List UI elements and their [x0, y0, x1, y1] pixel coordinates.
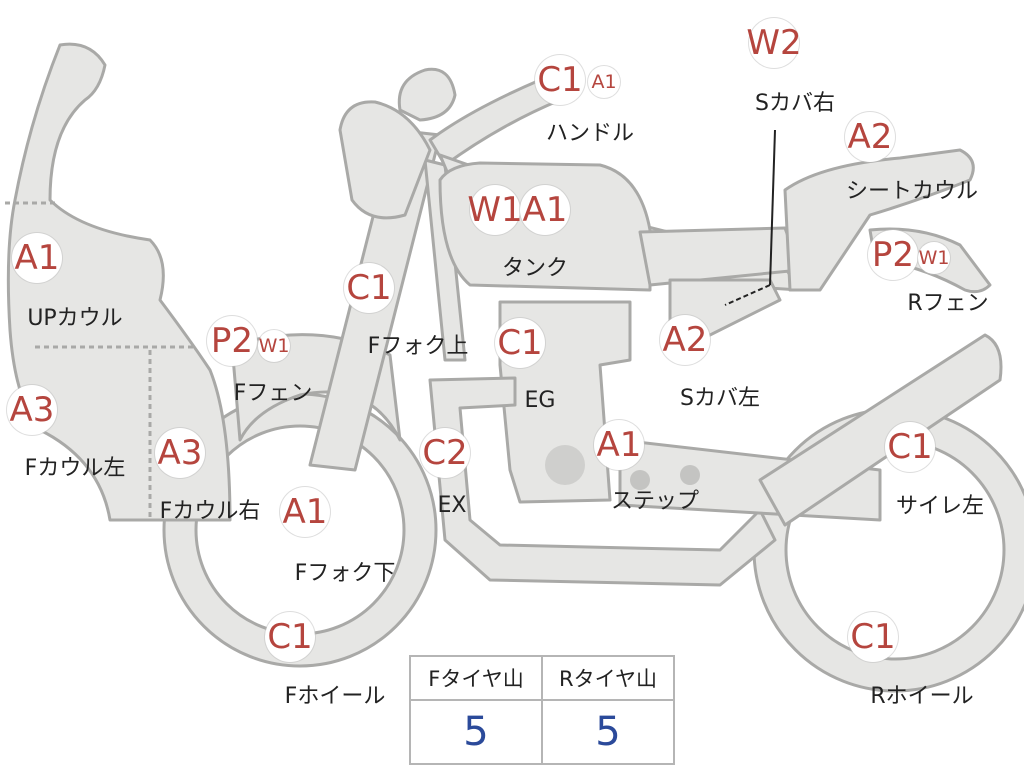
front-tire-value: 5	[409, 699, 543, 765]
rear-tire-value: 5	[541, 699, 675, 765]
engine-cover-shape	[545, 445, 585, 485]
grade-badge: C1	[848, 612, 898, 662]
grade-badge: A3	[155, 428, 205, 478]
grade-badge: A2	[845, 112, 895, 162]
grade-badge: P2	[868, 230, 918, 280]
grade-badge: A1	[12, 233, 62, 283]
part-label: Fフォク上	[367, 334, 469, 359]
part-label: ステップ	[610, 489, 700, 514]
part-label: Sカバ左	[680, 386, 760, 411]
s-cover-right-leader	[724, 284, 771, 306]
part-label: Rホイール	[870, 684, 974, 709]
grade-badge: A1	[594, 420, 644, 470]
fork-inner-shape	[423, 158, 467, 362]
step-peg-shape	[680, 465, 700, 485]
grade-badge: A3	[7, 385, 57, 435]
part-label: Sカバ右	[755, 91, 835, 116]
grade-badge: A2	[660, 315, 710, 365]
grade-badge: C1	[265, 612, 315, 662]
exhaust-shape	[428, 376, 777, 587]
seat-cowl-shape	[783, 148, 975, 292]
grade-badge: C2	[420, 428, 470, 478]
part-label: Rフェン	[907, 291, 989, 316]
grade-badge: W1	[467, 185, 523, 235]
grade-badge: A1	[520, 185, 570, 235]
part-label: EG	[524, 388, 556, 413]
part-label: サイレ左	[895, 494, 985, 519]
grade-badge: C1	[344, 263, 394, 313]
part-label: EX	[437, 493, 467, 518]
grade-badge: C1	[495, 318, 545, 368]
grade-badge: C1	[535, 55, 585, 105]
part-label: Fカウル左	[24, 456, 126, 481]
part-label: Fホイール	[284, 684, 386, 709]
grade-badge: W2	[746, 18, 802, 68]
part-label: ハンドル	[545, 121, 635, 146]
rear-tire-header: Rタイヤ山	[541, 655, 675, 701]
grade-badge: P2	[207, 316, 257, 366]
tire-tread-table: Fタイヤ山 Rタイヤ山 5 5	[409, 655, 675, 765]
grade-badge: C1	[885, 422, 935, 472]
part-label: Fカウル右	[159, 499, 261, 524]
silencer-shape	[758, 333, 1003, 527]
part-label: シートカウル	[845, 179, 979, 204]
grade-badge: A1	[588, 66, 620, 98]
part-label: Fフェン	[233, 381, 313, 406]
part-label: UPカウル	[27, 306, 123, 331]
step-peg-shape	[630, 470, 650, 490]
grade-badge: A1	[280, 487, 330, 537]
mirror-shape	[397, 67, 457, 122]
grade-badge: W1	[918, 242, 950, 274]
part-label: タンク	[501, 256, 569, 281]
headlight-shape	[338, 100, 432, 220]
front-tire-header: Fタイヤ山	[409, 655, 543, 701]
grade-badge: W1	[258, 330, 290, 362]
s-cover-right-leader	[769, 129, 776, 286]
part-label: Fフォク下	[294, 561, 396, 586]
front-cowl-shape	[6, 42, 232, 522]
